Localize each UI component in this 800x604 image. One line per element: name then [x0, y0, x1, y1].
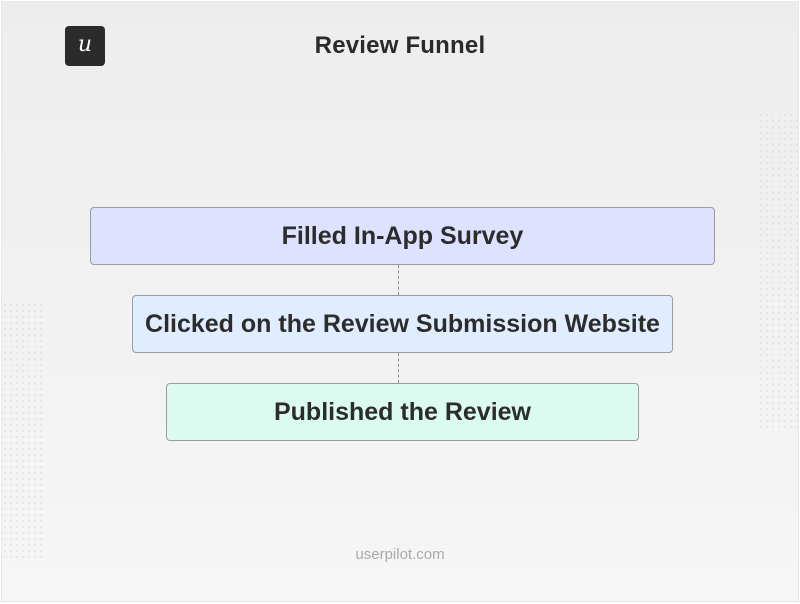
funnel-stage-1: Filled In-App Survey: [90, 207, 715, 265]
funnel-connector-1: [398, 265, 399, 295]
diagram-title: Review Funnel: [314, 32, 486, 59]
funnel-stage-2: Clicked on the Review Submission Website: [132, 295, 673, 353]
footer-website: userpilot.com: [355, 546, 445, 563]
decorative-dot-pattern-left: [2, 302, 44, 562]
logo-letter: u: [77, 31, 93, 57]
decorative-dot-pattern-right: [758, 112, 798, 432]
funnel-stage-3: Published the Review: [166, 383, 639, 441]
userpilot-logo: u: [65, 26, 105, 66]
funnel-connector-2: [398, 353, 399, 383]
